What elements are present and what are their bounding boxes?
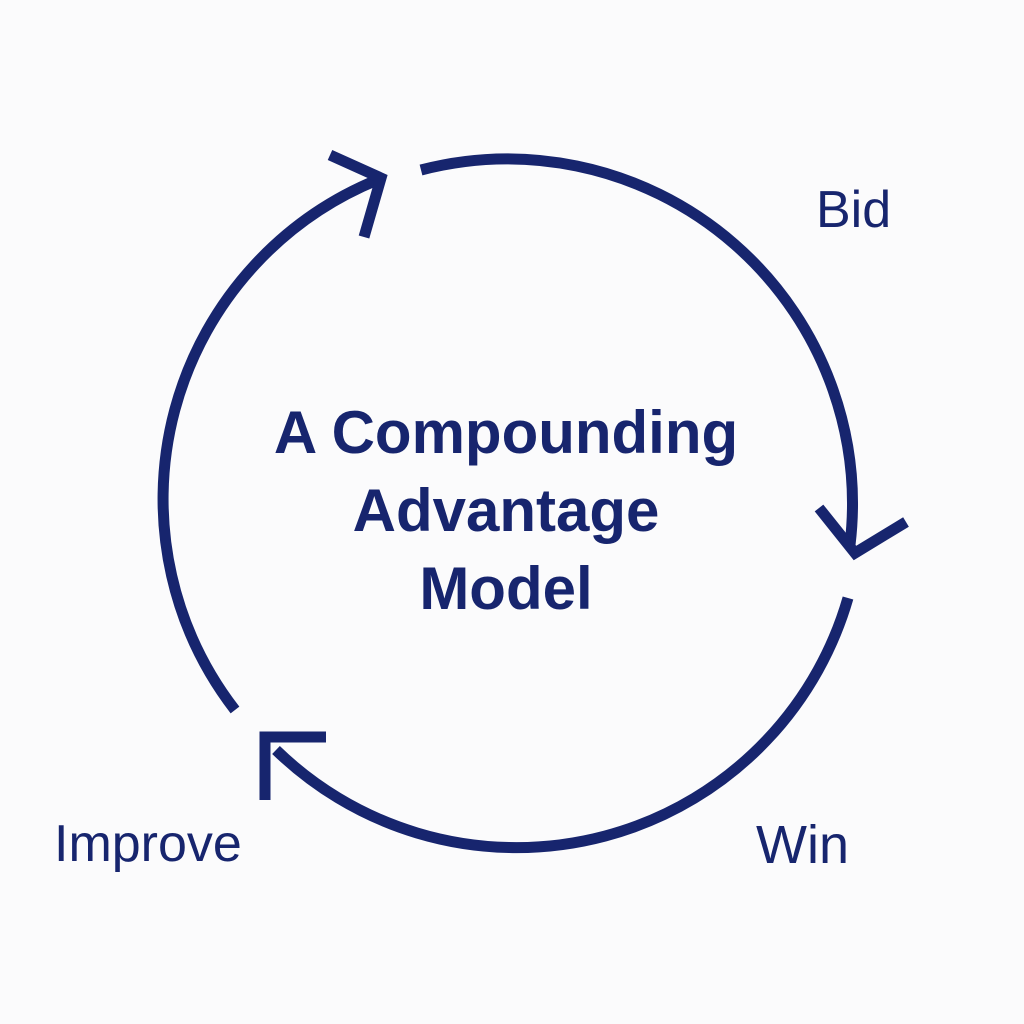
arc-win-to-improve <box>272 596 854 854</box>
stage-label-win: Win <box>756 815 849 875</box>
arc-improve-to-bid <box>157 174 380 714</box>
arrow-head-bid <box>814 504 909 561</box>
diagram-title: A Compounding Advantage Model <box>200 394 812 628</box>
stage-label-improve: Improve <box>54 815 242 873</box>
title-line-3: Model <box>419 555 593 622</box>
stage-label-bid: Bid <box>816 181 892 239</box>
title-line-1: A Compounding <box>273 399 739 466</box>
title-line-2: Advantage <box>352 477 660 544</box>
arrow-head-improve <box>327 149 388 239</box>
arrow-head-win <box>259 731 326 800</box>
arc-bid-to-win <box>419 153 858 546</box>
